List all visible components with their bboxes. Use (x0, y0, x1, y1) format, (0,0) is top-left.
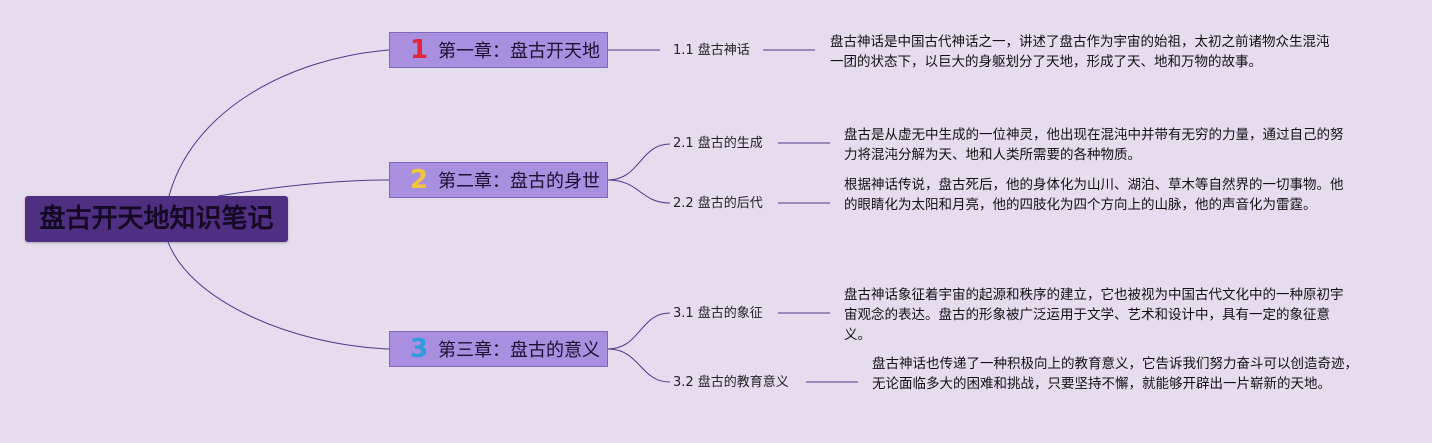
chapter-3-label: 第三章：盘古的意义 (438, 340, 600, 361)
root-to-chapter-3 (167, 241, 390, 350)
chapter-2-label: 第二章：盘古的身世 (438, 171, 600, 192)
section-3-2[interactable]: 3.2 盘古的教育意义 (673, 375, 789, 390)
section-1-1[interactable]: 1.1 盘古神话 (673, 43, 750, 58)
section-1-1-description: 盘古神话是中国古代神话之一，讲述了盘古作为宇宙的始祖，太初之前诸物众生混沌一团的… (830, 34, 1330, 70)
chapter-2-to-2-2 (607, 179, 671, 204)
root-title: 盘古开天地知识笔记 (39, 204, 274, 234)
number-1-icon: 1 (409, 35, 429, 65)
root-to-chapter-2 (217, 179, 390, 197)
section-3-2-description: 盘古神话也传递了一种积极向上的教育意义，它告诉我们努力奋斗可以创造奇迹，无论面临… (872, 356, 1358, 392)
number-2-icon: 2 (409, 165, 429, 195)
root-to-chapter-1 (167, 49, 390, 201)
number-3-icon: 3 (409, 334, 429, 364)
chapter-3-node[interactable]: 3 第三章：盘古的意义 (389, 331, 608, 367)
section-3-1[interactable]: 3.1 盘古的象征 (673, 306, 763, 321)
root-node[interactable]: 盘古开天地知识笔记 (25, 196, 288, 242)
chapter-3-to-3-1 (607, 312, 671, 350)
chapter-3-to-3-2 (607, 348, 671, 383)
section-2-2[interactable]: 2.2 盘古的后代 (673, 196, 763, 211)
chapter-1-node[interactable]: 1 第一章：盘古开天地 (389, 32, 608, 68)
chapter-2-to-2-1 (607, 143, 671, 181)
section-3-1-description: 盘古神话象征着宇宙的起源和秩序的建立，它也被视为中国古代文化中的一种原初宇宙观念… (844, 287, 1344, 343)
section-2-1-description: 盘古是从虚无中生成的一位神灵，他出现在混沌中并带有无穷的力量，通过自己的努力将混… (844, 127, 1344, 163)
section-2-2-description: 根据神话传说，盘古死后，他的身体化为山川、湖泊、草木等自然界的一切事物。他的眼睛… (844, 177, 1344, 213)
chapter-2-node[interactable]: 2 第二章：盘古的身世 (389, 162, 608, 198)
chapter-1-label: 第一章：盘古开天地 (438, 41, 600, 62)
section-2-1[interactable]: 2.1 盘古的生成 (673, 136, 763, 151)
